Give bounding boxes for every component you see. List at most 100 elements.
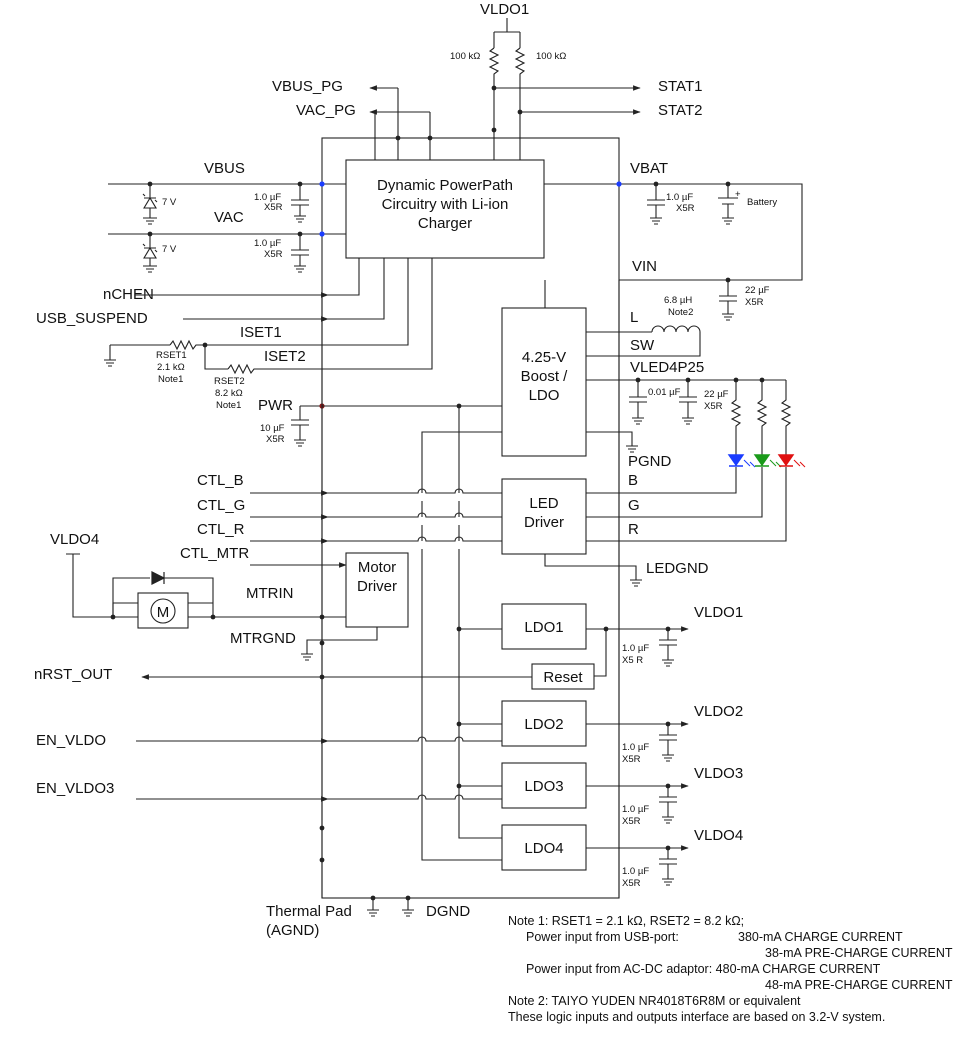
led-blue-icon [727, 454, 745, 467]
vac-pg-label: VAC_PG [296, 102, 356, 119]
core-block-line3: Charger [418, 215, 472, 232]
led-driver-block [501, 478, 587, 555]
l-pin-label: L [630, 309, 638, 326]
vled-capacitor-large [679, 380, 697, 425]
vac-cap-value: 1.0 µF [254, 238, 281, 249]
ldo2-cap-type: X5R [622, 754, 641, 765]
vldo4-out-label: VLDO4 [694, 827, 743, 844]
dgnd-label: DGND [426, 903, 470, 920]
pullup-right-value: 100 kΩ [536, 51, 566, 62]
iset1-label: ISET1 [240, 324, 282, 341]
vldo2-out-label: VLDO2 [694, 703, 743, 720]
stat1-label: STAT1 [658, 78, 702, 95]
stat2-label: STAT2 [658, 102, 702, 119]
nchen-label: nCHEN [103, 286, 154, 303]
note1-line1: Note 1: RSET1 = 2.1 kΩ, RSET2 = 8.2 kΩ; [508, 914, 744, 928]
inductor-coil [586, 325, 701, 357]
ldo3-cap-type: X5R [622, 816, 641, 827]
ledgnd-label: LEDGND [646, 560, 709, 577]
vled-label: VLED4P25 [630, 359, 704, 376]
rset1-resistor [169, 258, 409, 351]
vbat-cap-value: 1.0 µF [666, 192, 693, 203]
ldo1-block [501, 603, 587, 650]
pullup-left-value: 100 kΩ [450, 51, 480, 62]
pullup-resistor-right [514, 47, 526, 112]
ldo3-label: LDO3 [524, 778, 563, 795]
ldo4-cap-value: 1.0 µF [622, 866, 649, 877]
reset-label: Reset [543, 669, 583, 686]
rset1-note: Note1 [158, 374, 183, 385]
ldo1-capacitor [659, 629, 677, 667]
b-pin-label: B [628, 472, 638, 489]
iset2-label: ISET2 [264, 348, 306, 365]
flyback-diode [151, 571, 166, 585]
ldo2-label: LDO2 [524, 716, 563, 733]
vldo4-left-label: VLDO4 [50, 531, 99, 548]
led-driver-line1: LED [529, 495, 558, 512]
vled-cap1-value: 0.01 µF [648, 387, 681, 398]
usb-suspend-label: USB_SUSPEND [36, 310, 148, 327]
rset2-resistor [227, 258, 433, 375]
ldo4-capacitor [659, 848, 677, 886]
rset1-name: RSET1 [156, 350, 187, 361]
vac-cap-type: X5R [264, 249, 283, 260]
ldo1-label: LDO1 [524, 619, 563, 636]
battery-icon [718, 184, 738, 225]
note2-line1: Note 2: TAIYO YUDEN NR4018T6R8M or equiv… [508, 994, 801, 1008]
pullup-resistor-left [488, 47, 500, 90]
motor-letter: M [157, 604, 170, 621]
vldo1-out-label: VLDO1 [694, 604, 743, 621]
r-pin-label: R [628, 521, 639, 538]
pwr-cap-value: 10 µF [260, 423, 285, 434]
battery-label: Battery [747, 197, 777, 208]
pwr-capacitor [291, 406, 309, 447]
ldo4-label: LDO4 [524, 840, 563, 857]
boost-line2: Boost / [521, 368, 569, 385]
vled-capacitor-small [629, 380, 647, 425]
boost-ldo-block [501, 307, 587, 457]
vbus-cap-value: 1.0 µF [254, 192, 281, 203]
g-pin-label: G [628, 497, 640, 514]
pwr-cap-type: X5R [266, 434, 285, 445]
thermal-pad-label: Thermal Pad [266, 903, 352, 920]
motor-driver-line2: Driver [357, 578, 397, 595]
top-vldo1-label: VLDO1 [480, 1, 529, 18]
vac-capacitor [291, 234, 309, 273]
powerpath-charger-block [345, 159, 545, 259]
note1-line5: Power input from AC-DC adaptor: 480-mA C… [526, 962, 881, 976]
sw-pin-label: SW [630, 337, 655, 354]
reset-block [531, 663, 595, 690]
zener-diode-vbus [142, 184, 158, 225]
motor-icon [150, 598, 176, 624]
en-vldo-label: EN_VLDO [36, 732, 106, 749]
ctl-r-label: CTL_R [197, 521, 245, 538]
ldo4-block [501, 824, 587, 871]
ldo1-cap-value: 1.0 µF [622, 643, 649, 654]
inductor-note: Note2 [668, 307, 693, 318]
en-vldo3-label: EN_VLDO3 [36, 780, 114, 797]
pgnd-label: PGND [628, 453, 672, 470]
vbus-label: VBUS [204, 160, 245, 177]
boost-line3: LDO [529, 387, 560, 404]
note1-line4: 38-mA PRE-CHARGE CURRENT [765, 946, 953, 960]
vbus-capacitor [291, 184, 309, 223]
vldo3-out-label: VLDO3 [694, 765, 743, 782]
zener-vac-value: 7 V [162, 244, 177, 255]
boost-line1: 4.25-V [522, 349, 566, 366]
vac-label: VAC [214, 209, 244, 226]
motor-driver-block [345, 552, 409, 628]
motor-driver-line1: Motor [358, 559, 396, 576]
ldo3-cap-value: 1.0 µF [622, 804, 649, 815]
vbus-pg-label: VBUS_PG [272, 78, 343, 95]
note2-line2: These logic inputs and outputs interface… [508, 1010, 885, 1024]
led-resistor-blue [730, 380, 742, 455]
rset2-note: Note1 [216, 400, 241, 411]
zener-vbus-value: 7 V [162, 197, 177, 208]
zener-diode-vac [142, 234, 158, 273]
ldo4-cap-type: X5R [622, 878, 641, 889]
ctl-b-label: CTL_B [197, 472, 244, 489]
thermal-agnd-label: (AGND) [266, 922, 319, 939]
ldo2-capacitor [659, 724, 677, 762]
ldo3-block [501, 762, 587, 809]
